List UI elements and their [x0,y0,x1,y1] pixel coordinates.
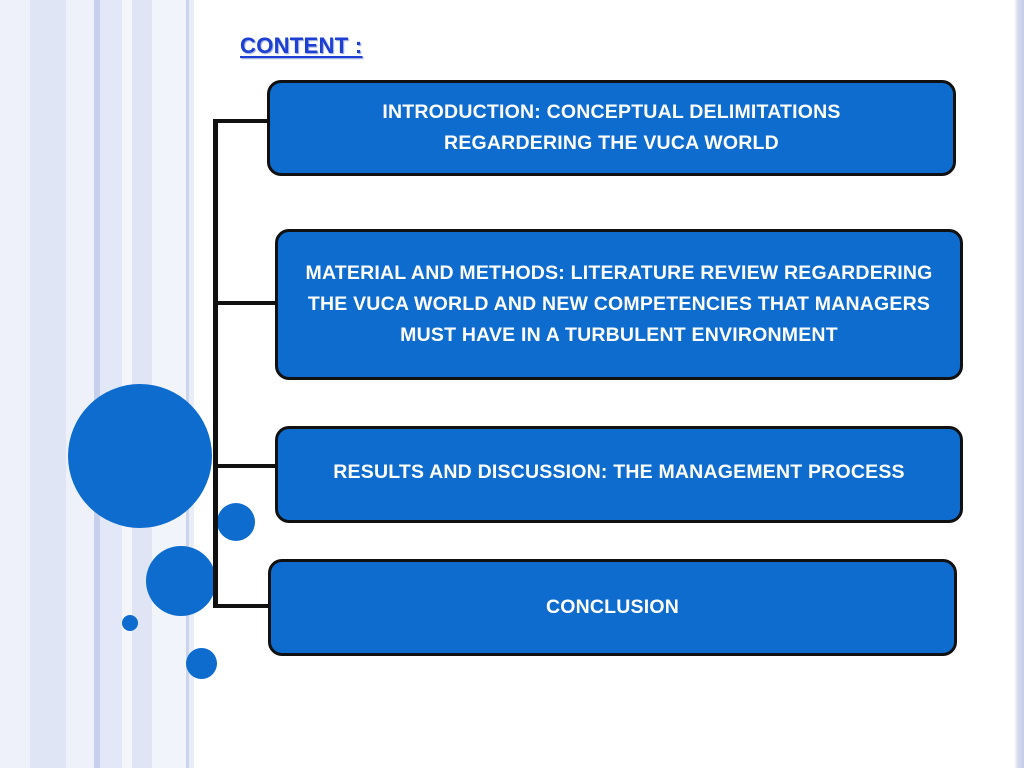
decorative-circle-large [68,384,212,528]
decorative-stripes [0,0,200,768]
bracket-connector [213,119,268,123]
bracket-connector [213,464,275,468]
content-item-label: CONCLUSION [545,596,680,618]
decorative-circle-medium [146,546,216,616]
content-item-results-discussion: RESULTS AND DISCUSSION: THE MANAGEMENT P… [275,426,963,523]
content-item-material-methods: MATERIAL AND METHODS: LITERATURE REVIEW … [275,229,963,380]
right-border [1014,0,1024,768]
content-item-introduction: INTRODUCTION: CONCEPTUAL DELIMITATIONS R… [267,80,956,176]
bracket-line [213,119,218,607]
decorative-circle-small [217,503,255,541]
decorative-circle-tiny [122,615,138,631]
page-title: CONTENT : [240,33,363,58]
bracket-connector [213,604,268,608]
bracket-connector [213,301,275,305]
content-item-label: INTRODUCTION: CONCEPTUAL DELIMITATIONS R… [382,101,841,154]
decorative-circle-small [186,648,217,679]
content-item-label: RESULTS AND DISCUSSION: THE MANAGEMENT P… [333,461,905,483]
content-item-label: MATERIAL AND METHODS: LITERATURE REVIEW … [305,262,933,346]
content-item-conclusion: CONCLUSION [268,559,957,656]
